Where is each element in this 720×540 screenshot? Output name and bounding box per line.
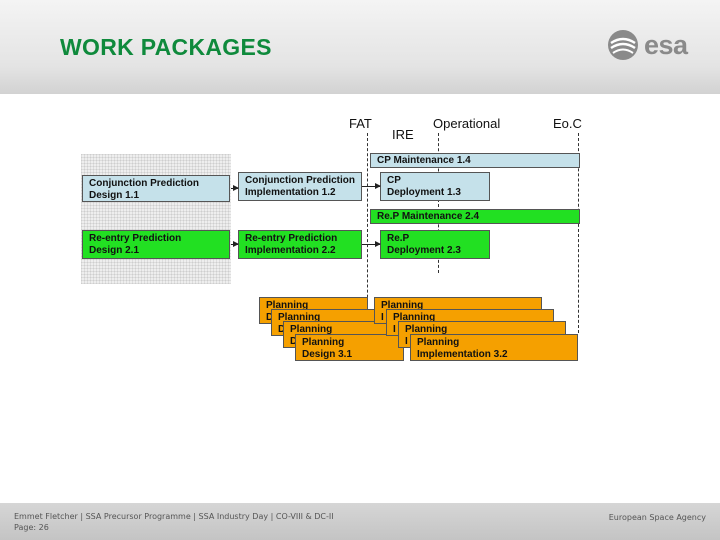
planning-design-3-line1: Planning (290, 324, 333, 335)
milestone-eoc: Eo.C (553, 116, 582, 131)
rep-deployment-line2: Deployment 2.3 (387, 245, 461, 256)
rep-implementation-line2: Implementation 2.2 (245, 245, 336, 256)
arrow-rep-implementation-to-deployment (362, 241, 381, 247)
cp-deployment-line2: Deployment 1.3 (387, 187, 461, 198)
planning-design-1-line2: D (266, 312, 274, 323)
cp-maintenance-box: CP Maintenance 1.4 (370, 153, 580, 168)
header-band (0, 0, 720, 94)
esa-logo: esa (606, 28, 706, 64)
milestone-fat: FAT (349, 116, 372, 131)
rep-implementation-line1: Re-entry Prediction (245, 233, 338, 244)
milestone-operational: Operational (433, 116, 501, 131)
footer-credits: Emmet Fletcher | SSA Precursor Programme… (14, 511, 334, 533)
rep-design-box: Re-entry Prediction Design 2.1 (82, 230, 230, 259)
planning-implementation-4-line2: Implementation 3.2 (417, 349, 508, 360)
footer-org: European Space Agency (608, 513, 706, 522)
arrow-cp-design-to-implementation (231, 185, 239, 191)
planning-implementation-4-line1: Planning (417, 337, 460, 348)
milestone-line-operational (438, 133, 439, 273)
milestone-line-fat (367, 133, 368, 333)
planning-implementation-box-4: Planning Implementation 3.2 (410, 334, 578, 361)
cp-design-box: Conjunction Prediction Design 1.1 (82, 175, 230, 202)
planning-implementation-3-line2: I (405, 336, 408, 347)
rep-implementation-box: Re-entry Prediction Implementation 2.2 (238, 230, 362, 259)
rep-deployment-box: Re.P Deployment 2.3 (380, 230, 490, 259)
arrow-rep-design-to-implementation (231, 241, 239, 247)
cp-design-line1: Conjunction Prediction (89, 178, 199, 189)
planning-implementation-2-line2: I (393, 324, 396, 335)
milestone-line-eoc (578, 133, 579, 333)
footer-band (0, 503, 720, 540)
arrow-cp-implementation-to-deployment (362, 183, 381, 189)
cp-design-line2: Design 1.1 (89, 190, 140, 201)
planning-design-2-line2: D (278, 324, 286, 335)
logo-text: esa (644, 30, 688, 60)
milestone-ire: IRE (392, 127, 414, 142)
cp-implementation-box: Conjunction Prediction Implementation 1.… (238, 172, 362, 201)
cp-deployment-box: CP Deployment 1.3 (380, 172, 490, 201)
esa-swirl-icon (608, 30, 638, 60)
planning-implementation-2-line1: Planning (393, 312, 436, 323)
rep-maintenance-label: Re.P Maintenance 2.4 (377, 211, 480, 222)
slide-title: WORK PACKAGES (60, 34, 272, 60)
cp-implementation-line1: Conjunction Prediction (245, 175, 355, 186)
planning-implementation-1-line1: Planning (381, 300, 424, 311)
cp-deployment-line1: CP (387, 175, 401, 186)
footer-line1: Emmet Fletcher | SSA Precursor Programme… (14, 512, 334, 521)
footer-page-number: Page: 26 (14, 523, 49, 532)
planning-implementation-3-line1: Planning (405, 324, 448, 335)
planning-design-1-line1: Planning (266, 300, 309, 311)
rep-maintenance-box: Re.P Maintenance 2.4 (370, 209, 580, 224)
planning-design-4-line2: Design 3.1 (302, 349, 353, 360)
cp-maintenance-label: CP Maintenance 1.4 (377, 155, 471, 166)
planning-design-box-4: Planning Design 3.1 (295, 334, 404, 361)
planning-design-4-line1: Planning (302, 337, 345, 348)
rep-deployment-line1: Re.P (387, 233, 410, 244)
planning-implementation-1-line2: I (381, 312, 384, 323)
cp-implementation-line2: Implementation 1.2 (245, 187, 336, 198)
planning-design-2-line1: Planning (278, 312, 321, 323)
rep-design-line2: Design 2.1 (89, 245, 140, 256)
completed-area (81, 154, 231, 284)
rep-design-line1: Re-entry Prediction (89, 233, 182, 244)
planning-design-3-line2: D (290, 336, 298, 347)
